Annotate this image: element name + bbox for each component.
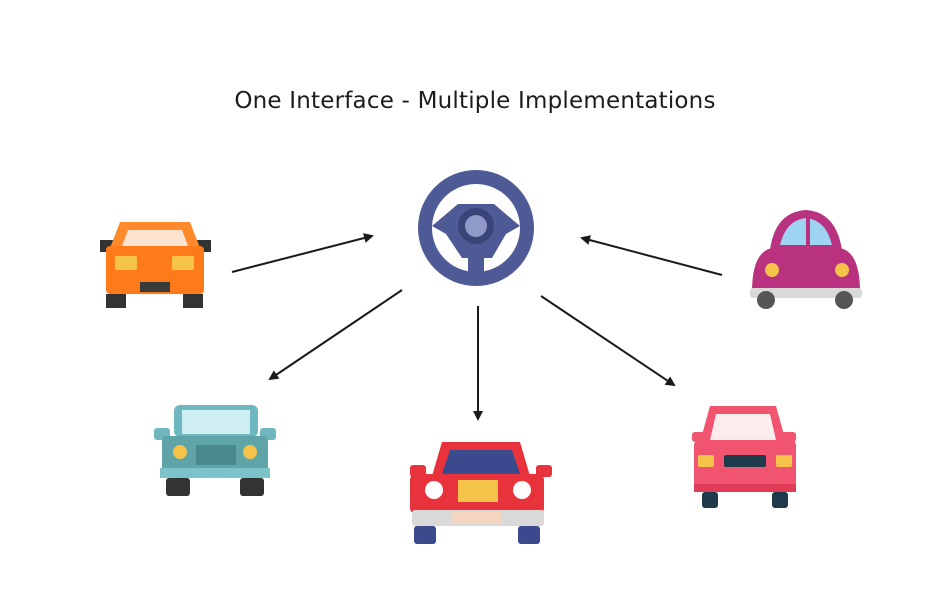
steering-wheel-icon xyxy=(418,170,534,286)
diagram-title: One Interface - Multiple Implementations xyxy=(234,88,716,114)
teal-jeep-icon xyxy=(154,405,276,496)
pink-beetle-car-icon xyxy=(750,210,862,309)
arrow-beetle-to-wheel xyxy=(580,235,723,276)
arrow-wheel-to-pink-car xyxy=(540,295,676,387)
orange-car-icon xyxy=(100,222,211,308)
pink-car-icon xyxy=(692,406,796,508)
arrow-wheel-to-jeep xyxy=(268,289,403,381)
red-car-icon xyxy=(410,442,552,544)
arrow-orange-car-to-wheel xyxy=(231,233,374,273)
